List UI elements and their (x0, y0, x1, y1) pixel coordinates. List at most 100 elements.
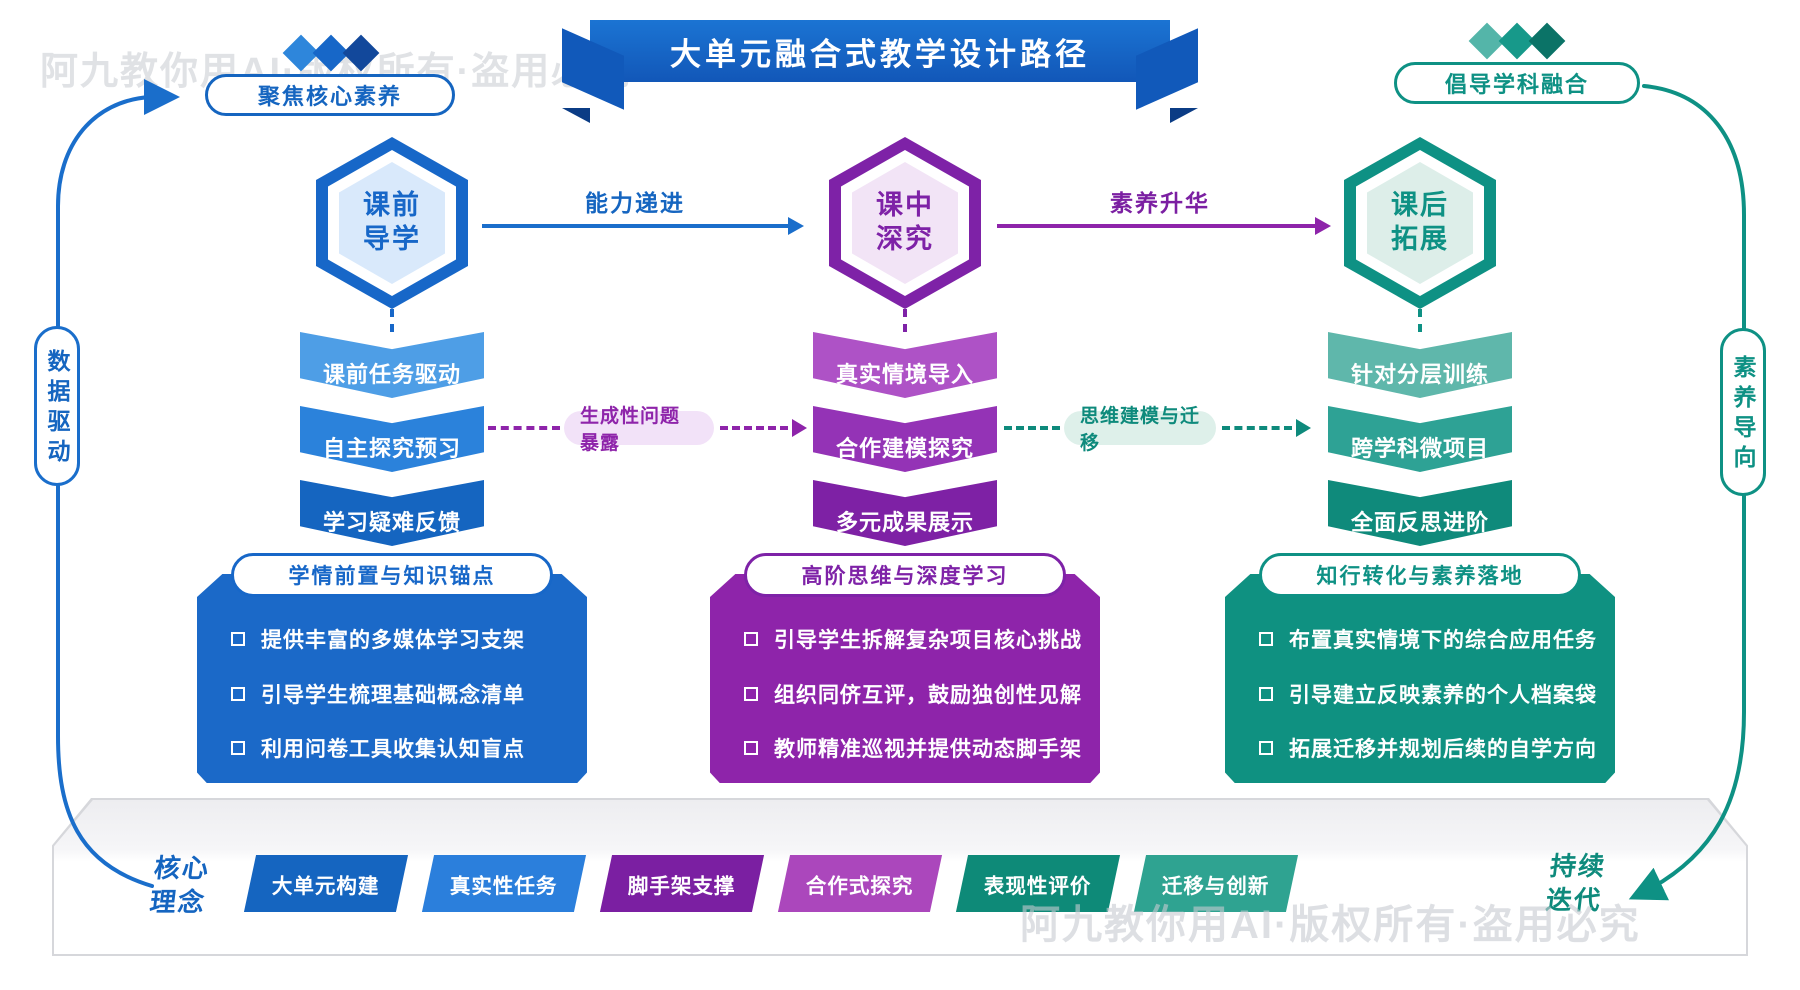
cross-link-2-dash (1004, 426, 1060, 430)
panel-in-class: 高阶思维与深度学习 引导学生拆解复杂项目核心挑战 组织同侪互评，鼓励独创性见解 … (710, 553, 1100, 783)
cross-link-2-head-icon (1296, 419, 1311, 437)
panel-body: 布置真实情境下的综合应用任务 引导建立反映素养的个人档案袋 拓展迁移并规划后续的… (1225, 574, 1615, 783)
checkbox-icon (744, 632, 758, 646)
step-chevron: 跨学科微项目 (1328, 406, 1512, 472)
page-title: 大单元融合式教学设计路径 (670, 36, 1090, 72)
title-ribbon: 大单元融合式教学设计路径 (562, 20, 1198, 123)
hexagon-label: 课后 拓展 (1367, 162, 1473, 284)
step-chevron: 学习疑难反馈 (300, 480, 484, 546)
footer-core-concepts-label: 核心 理念 (148, 852, 212, 920)
ribbon-fold-left-icon (562, 108, 590, 123)
cross-link-2-pill: 思维建模与迁移 (1064, 406, 1216, 454)
concept-tag-label: 真实性任务 (450, 874, 558, 898)
hex-connector-dots (903, 309, 907, 332)
concept-tag: 合作式探究 (777, 855, 943, 912)
cross-link-1-dash (720, 426, 788, 430)
panel-title: 高阶思维与深度学习 (744, 553, 1066, 597)
panel-item-text: 利用问卷工具收集认知盲点 (261, 738, 525, 761)
panel-body: 引导学生拆解复杂项目核心挑战 组织同侪互评，鼓励独创性见解 教师精准巡视并提供动… (710, 574, 1100, 783)
panel-title: 知行转化与素养落地 (1259, 553, 1581, 597)
panel-body: 提供丰富的多媒体学习支架 引导学生梳理基础概念清单 利用问卷工具收集认知盲点 (197, 574, 587, 783)
ribbon-fold-right-icon (1170, 108, 1198, 123)
panel-item-text: 引导学生梳理基础概念清单 (261, 683, 525, 707)
panel-item-text: 拓展迁移并规划后续的自学方向 (1289, 738, 1597, 761)
curve-arrow-left (56, 79, 180, 888)
hexagon-pre-class: 课前 导学 (316, 137, 468, 309)
hexagon-label-line1: 课后 (1391, 190, 1449, 221)
hex-connector-dots (1418, 309, 1422, 332)
panel-item-text: 组织同侪互评，鼓励独创性见解 (774, 683, 1082, 707)
checkbox-icon (1259, 632, 1273, 646)
flow-arrow-1-line (482, 224, 788, 228)
panel-item-text: 提供丰富的多媒体学习支架 (261, 629, 525, 652)
step-chevron: 真实情境导入 (813, 332, 997, 398)
hexagon-label: 课前 导学 (339, 162, 445, 284)
panel-item-text: 布置真实情境下的综合应用任务 (1289, 629, 1597, 652)
panel-item: 教师精准巡视并提供动态脚手架 (744, 733, 1081, 763)
hexagon-label: 课中 深究 (852, 162, 958, 284)
concept-tag: 真实性任务 (421, 855, 587, 912)
footer-label-line: 核心 (152, 853, 213, 883)
checkbox-icon (744, 741, 758, 755)
cross-link-1-pill: 生成性问题暴露 (564, 406, 714, 454)
panel-item: 利用问卷工具收集认知盲点 (231, 733, 559, 763)
checkbox-icon (1259, 686, 1273, 701)
panel-after-class: 知行转化与素养落地 布置真实情境下的综合应用任务 引导建立反映素养的个人档案袋 … (1225, 553, 1615, 783)
checkbox-icon (1259, 741, 1273, 755)
hexagon-label-line2: 深究 (876, 224, 934, 254)
concept-tag: 大单元构建 (243, 855, 409, 912)
step-chevron: 针对分层训练 (1328, 332, 1512, 398)
step-chevron: 全面反思进阶 (1328, 480, 1512, 546)
footer-label-line: 持续 (1548, 851, 1609, 881)
column-in-class: 课中 深究 真实情境导入 合作建模探究 多元成果展示 高阶思维与深度学习 引导学… (710, 137, 1100, 783)
checkbox-icon (231, 686, 245, 701)
hexagon-in-class: 课中 深究 (829, 137, 981, 309)
panel-item: 提供丰富的多媒体学习支架 (231, 624, 559, 654)
concept-tag: 脚手架支撑 (599, 855, 765, 912)
panel-item: 组织同侪互评，鼓励独创性见解 (744, 679, 1081, 709)
footer-label-line: 理念 (148, 886, 208, 917)
flow-arrow-1-head-icon (788, 217, 804, 235)
cross-link-2-dash (1222, 426, 1292, 430)
hex-connector-dots (390, 309, 394, 332)
hexagon-ring: 课后 拓展 (1356, 150, 1484, 296)
step-chevron: 合作建模探究 (813, 406, 997, 472)
badge-subject-integration: 倡导学科融合 (1394, 62, 1640, 104)
panel-item: 引导建立反映素养的个人档案袋 (1259, 679, 1596, 709)
panel-item: 引导学生梳理基础概念清单 (231, 679, 559, 709)
flow-arrow-2-line (997, 224, 1315, 228)
rail-competency-oriented: 素养导向 (1720, 328, 1766, 496)
panel-pre-class: 学情前置与知识锚点 提供丰富的多媒体学习支架 引导学生梳理基础概念清单 利用问卷… (197, 553, 587, 783)
diamond-icon (1528, 22, 1566, 60)
badge-core-competency: 聚焦核心素养 (205, 74, 455, 116)
rail-data-driven: 数据驱动 (34, 326, 80, 486)
flow-arrow-1-label: 能力递进 (585, 190, 685, 216)
concept-tag-label: 合作式探究 (806, 874, 914, 898)
panel-item-text: 引导学生拆解复杂项目核心挑战 (774, 629, 1082, 652)
hexagon-after-class: 课后 拓展 (1344, 137, 1496, 309)
checkbox-icon (231, 741, 245, 755)
panel-item: 引导学生拆解复杂项目核心挑战 (744, 624, 1081, 654)
cross-link-1-dash (488, 426, 560, 430)
panel-item: 拓展迁移并规划后续的自学方向 (1259, 733, 1596, 763)
panel-title: 学情前置与知识锚点 (231, 553, 553, 597)
panel-item-text: 引导建立反映素养的个人档案袋 (1289, 683, 1597, 707)
step-chevron: 多元成果展示 (813, 480, 997, 546)
checkbox-icon (744, 686, 758, 701)
cross-link-1-head-icon (792, 419, 807, 437)
watermark-bottom: 阿九教你用AI·版权所有·盗用必究 (1020, 903, 1641, 947)
hexagon-ring: 课中 深究 (841, 150, 969, 296)
hexagon-label-line1: 课中 (876, 190, 934, 221)
step-chevron: 课前任务驱动 (300, 332, 484, 398)
concept-tag-label: 大单元构建 (272, 874, 380, 898)
hexagon-label-line1: 课前 (363, 190, 421, 221)
panel-item-text: 教师精准巡视并提供动态脚手架 (774, 738, 1082, 761)
hexagon-label-line2: 导学 (363, 224, 421, 254)
column-after-class: 课后 拓展 针对分层训练 跨学科微项目 全面反思进阶 知行转化与素养落地 布置真… (1225, 137, 1615, 783)
hexagon-label-line2: 拓展 (1391, 224, 1449, 254)
concept-tag-label: 脚手架支撑 (628, 874, 736, 898)
column-pre-class: 课前 导学 课前任务驱动 自主探究预习 学习疑难反馈 学情前置与知识锚点 提供丰… (197, 137, 587, 783)
panel-item: 布置真实情境下的综合应用任务 (1259, 624, 1596, 654)
flow-arrow-2-head-icon (1315, 217, 1331, 235)
